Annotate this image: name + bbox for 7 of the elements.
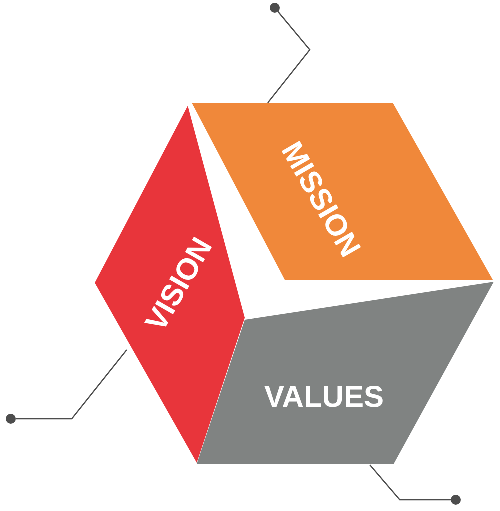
leader-line xyxy=(370,464,451,501)
dot-marker xyxy=(270,3,280,13)
panel-label: VALUES xyxy=(264,381,384,415)
dot-marker xyxy=(451,495,461,505)
leader-line xyxy=(267,11,311,104)
dot-marker xyxy=(6,414,16,424)
leader-line xyxy=(16,350,128,420)
